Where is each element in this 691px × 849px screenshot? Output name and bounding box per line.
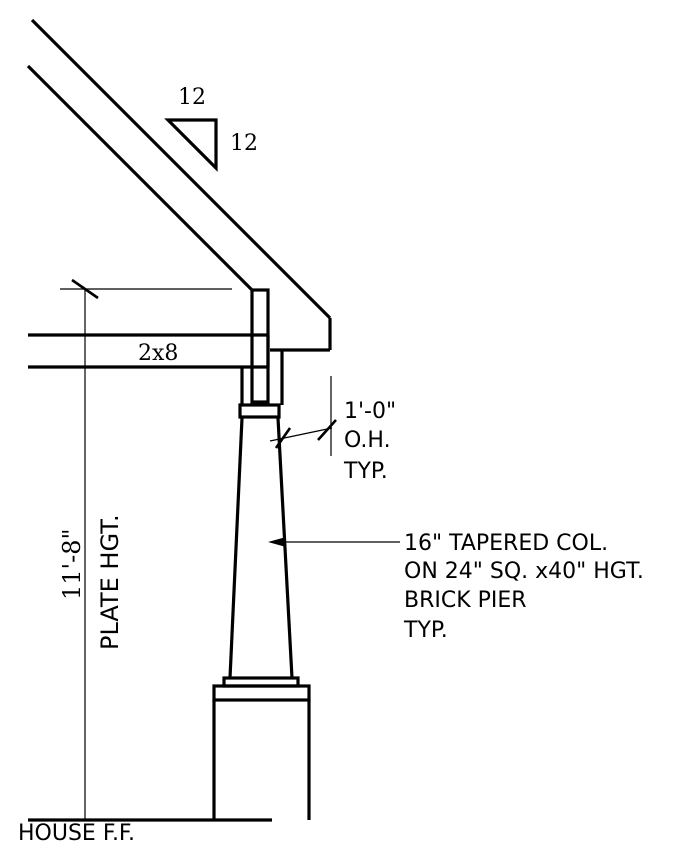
column-note-line1: 16" TAPERED COL. (404, 531, 608, 556)
roof-rafter (26, 18, 332, 352)
overhang-label-line2: O.H. (344, 428, 391, 453)
floor-label: HOUSE F.F. (18, 821, 135, 846)
brick-pier (212, 684, 311, 820)
column-note-line3: BRICK PIER (404, 588, 527, 613)
overhang-label-line1: 1'-0" (344, 399, 396, 424)
plate-height-dimension: 11'-8" PLATE HGT. (58, 278, 232, 820)
overhang-label-line3: TYP. (343, 459, 388, 484)
height-dimension-value: 11'-8" (58, 528, 86, 600)
column-note: 16" TAPERED COL. ON 24" SQ. x40" HGT. BR… (268, 531, 644, 643)
plate-height-label: PLATE HGT. (96, 514, 124, 650)
pitch-symbol: 12 12 (164, 85, 258, 172)
tapered-column (222, 417, 300, 688)
beam-and-post-cap (238, 288, 284, 419)
column-note-line4: TYP. (403, 618, 448, 643)
leader-arrowhead (268, 537, 286, 547)
column-note-line2: ON 24" SQ. x40" HGT. (404, 559, 644, 584)
ceiling-joist-2x8: 2x8 (28, 333, 270, 369)
pitch-run-label: 12 (178, 85, 206, 110)
overhang-dimension: 1'-0" O.H. TYP. (269, 376, 396, 484)
joist-size-label: 2x8 (138, 341, 178, 366)
pitch-rise-label: 12 (230, 131, 258, 156)
